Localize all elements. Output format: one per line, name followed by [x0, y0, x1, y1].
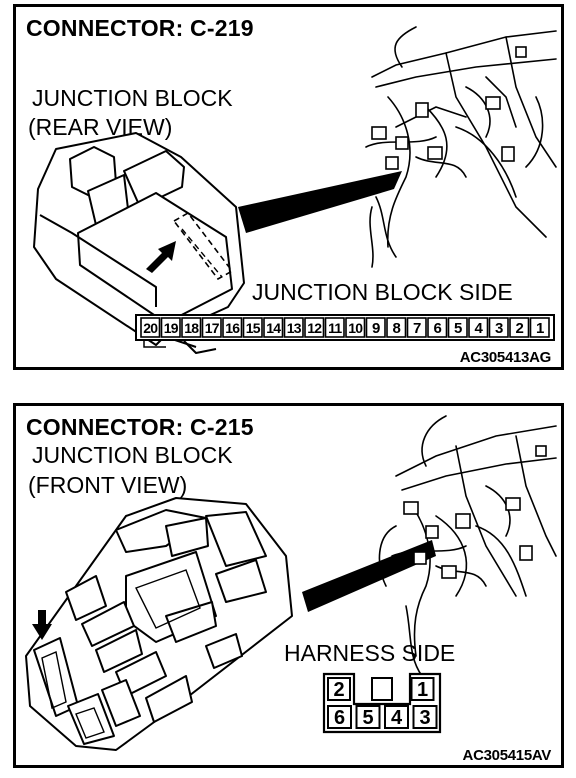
pin-cell [410, 677, 435, 701]
connector-c219-panel: CONNECTOR: C-219 JUNCTION BLOCK (REAR VI… [13, 4, 564, 370]
pin-number: 2 [515, 320, 523, 337]
pin-number: 5 [454, 320, 462, 337]
pin-cell [201, 317, 222, 338]
location-label-line2: (FRONT VIEW) [28, 472, 188, 498]
pin-number: 15 [246, 320, 261, 336]
connector-c215-panel: CONNECTOR: C-215 JUNCTION BLOCK (FRONT V… [13, 403, 564, 768]
pin-cell [371, 677, 393, 701]
pin-number: 3 [419, 707, 430, 729]
pin-number: 19 [164, 320, 179, 336]
pin-number: 6 [334, 707, 345, 729]
pin-number: 7 [413, 320, 421, 337]
pin-number: 1 [536, 320, 544, 337]
pointer-wedge [238, 171, 402, 233]
pin-cell [355, 705, 381, 729]
pin-number: 16 [225, 320, 240, 336]
connector-title: CONNECTOR: C-215 [26, 414, 254, 440]
pin-number: 10 [348, 320, 363, 336]
pointer-wedge [302, 540, 436, 612]
pin-cell [327, 677, 351, 701]
pin-cell [529, 317, 550, 338]
location-label-line1: JUNCTION BLOCK [32, 442, 233, 468]
pin-number: 3 [495, 320, 503, 337]
side-label: JUNCTION BLOCK SIDE [252, 279, 513, 305]
pin-cell [324, 317, 345, 338]
pin-cell [365, 317, 386, 338]
junction-block-rear-illustration [33, 26, 557, 354]
pin-cell [386, 317, 407, 338]
pin-cell [263, 317, 284, 338]
pin-cell [283, 317, 304, 338]
pin-cell [488, 317, 509, 338]
pin-number: 18 [184, 320, 199, 336]
pin-cell [427, 317, 448, 338]
pin-cell [304, 317, 325, 338]
pin-number: 8 [392, 320, 400, 337]
figure-code: AC305413AG [459, 349, 552, 366]
pin-number: 6 [433, 320, 441, 337]
location-label-line2: (REAR VIEW) [28, 114, 173, 140]
pin-cell [447, 317, 468, 338]
pin-cell [140, 317, 161, 338]
pin-cell [327, 705, 352, 729]
pin-number: 1 [417, 679, 428, 701]
figure-code: AC305415AV [462, 747, 552, 764]
pin-cell [384, 705, 409, 729]
pin-number: 5 [362, 707, 373, 729]
pin-number: 4 [391, 707, 403, 729]
pin-number: 4 [474, 320, 483, 337]
pin-number: 14 [266, 320, 281, 336]
location-label-line1: JUNCTION BLOCK [32, 85, 233, 111]
pin-cell [242, 317, 263, 338]
pin-cell [160, 317, 181, 338]
side-label: HARNESS SIDE [284, 640, 456, 666]
pin-number: 12 [307, 320, 322, 336]
pin-cell [181, 317, 202, 338]
connector-title: CONNECTOR: C-219 [26, 15, 254, 41]
pin-number: 11 [328, 320, 342, 336]
pin-number: 20 [143, 320, 158, 336]
pin-number: 17 [205, 320, 220, 336]
junction-block-front-illustration [25, 415, 557, 751]
pin-cell [345, 317, 366, 338]
pin-number: 13 [287, 320, 302, 336]
pin-cell [406, 317, 427, 338]
pin-cell [412, 705, 438, 729]
pin-cell [222, 317, 243, 338]
pin-number: 2 [333, 679, 344, 701]
pin-number: 9 [372, 320, 380, 337]
pin-cell [468, 317, 489, 338]
pin-cell [509, 317, 530, 338]
